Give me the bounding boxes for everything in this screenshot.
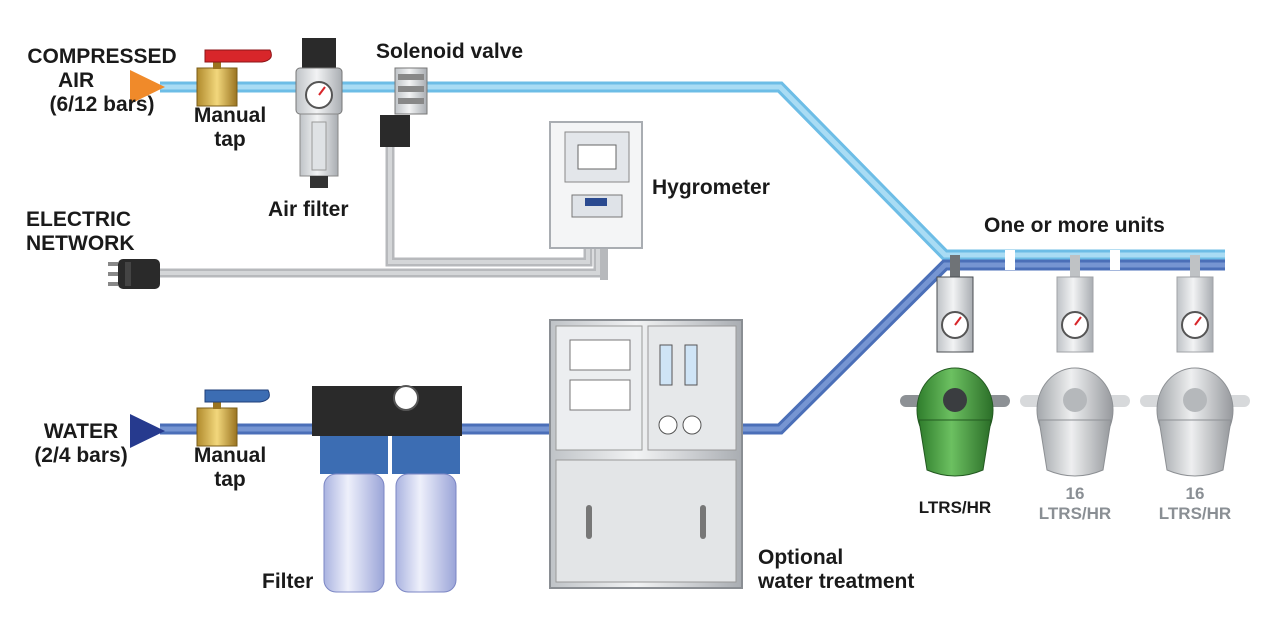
manual-tap-water-icon	[196, 389, 270, 447]
manual-tap-water-label-line1: Manual	[193, 444, 267, 467]
water-inlet-arrow-icon	[130, 414, 165, 448]
electric-network-label-line2: NETWORK	[26, 232, 135, 255]
unit-rate: LTRS/HR	[918, 498, 992, 517]
electric-network-label-line1: ELECTRIC	[26, 208, 131, 231]
compressed-air-label-line1: COMPRESSED	[27, 45, 177, 68]
air-inlet-arrow-icon	[130, 70, 165, 104]
compressed-air-line	[160, 81, 1225, 261]
dispensing-unit-1	[900, 255, 1010, 477]
electric-plug-icon	[108, 259, 160, 289]
water-treatment-label-line2: water treatment	[758, 570, 915, 593]
water-label-line1: WATER	[43, 420, 119, 443]
water-treatment-cabinet	[549, 319, 743, 589]
manual-tap-air-label-line2: tap	[214, 128, 246, 151]
unit-capacity: 16	[1065, 484, 1085, 503]
solenoid-valve-icon	[380, 67, 428, 147]
unit-capacity: 16	[1185, 484, 1205, 503]
unit-1-label: LTRS/HR	[900, 498, 1010, 518]
dispensing-unit-2	[1020, 255, 1130, 477]
air-filter-label: Air filter	[268, 198, 349, 221]
unit-rate: LTRS/HR	[1038, 504, 1112, 523]
unit-rate: LTRS/HR	[1158, 504, 1232, 523]
air-filter-icon	[295, 38, 343, 188]
compressed-air-label: COMPRESSED AIR (6/12 bars)	[22, 45, 182, 117]
water-filter-icon	[312, 385, 462, 593]
electric-cable	[160, 145, 608, 280]
dispensing-unit-3	[1140, 255, 1250, 477]
water-pressure: (2/4 bars)	[34, 444, 128, 467]
one-or-more-units-label: One or more units	[984, 214, 1165, 237]
filter-label: Filter	[262, 570, 314, 593]
manual-tap-air-label-line1: Manual	[193, 104, 267, 127]
water-treatment-label-line1: Optional	[758, 546, 844, 569]
manual-tap-water-label: Manual tap	[180, 444, 280, 492]
hygrometer-cabinet	[549, 121, 643, 249]
compressed-air-pressure: (6/12 bars)	[49, 93, 155, 116]
water-treatment-label: Optional water treatment	[758, 546, 914, 594]
manual-tap-water-label-line2: tap	[214, 468, 246, 491]
water-line	[160, 250, 1225, 435]
manual-tap-air-icon	[196, 49, 272, 107]
hygrometer-label: Hygrometer	[652, 176, 770, 199]
water-label: WATER (2/4 bars)	[18, 420, 144, 468]
manual-tap-air-label: Manual tap	[180, 104, 280, 152]
compressed-air-label-line2: AIR	[58, 69, 95, 92]
solenoid-valve-label: Solenoid valve	[376, 40, 524, 63]
electric-network-label: ELECTRIC NETWORK	[26, 208, 135, 256]
